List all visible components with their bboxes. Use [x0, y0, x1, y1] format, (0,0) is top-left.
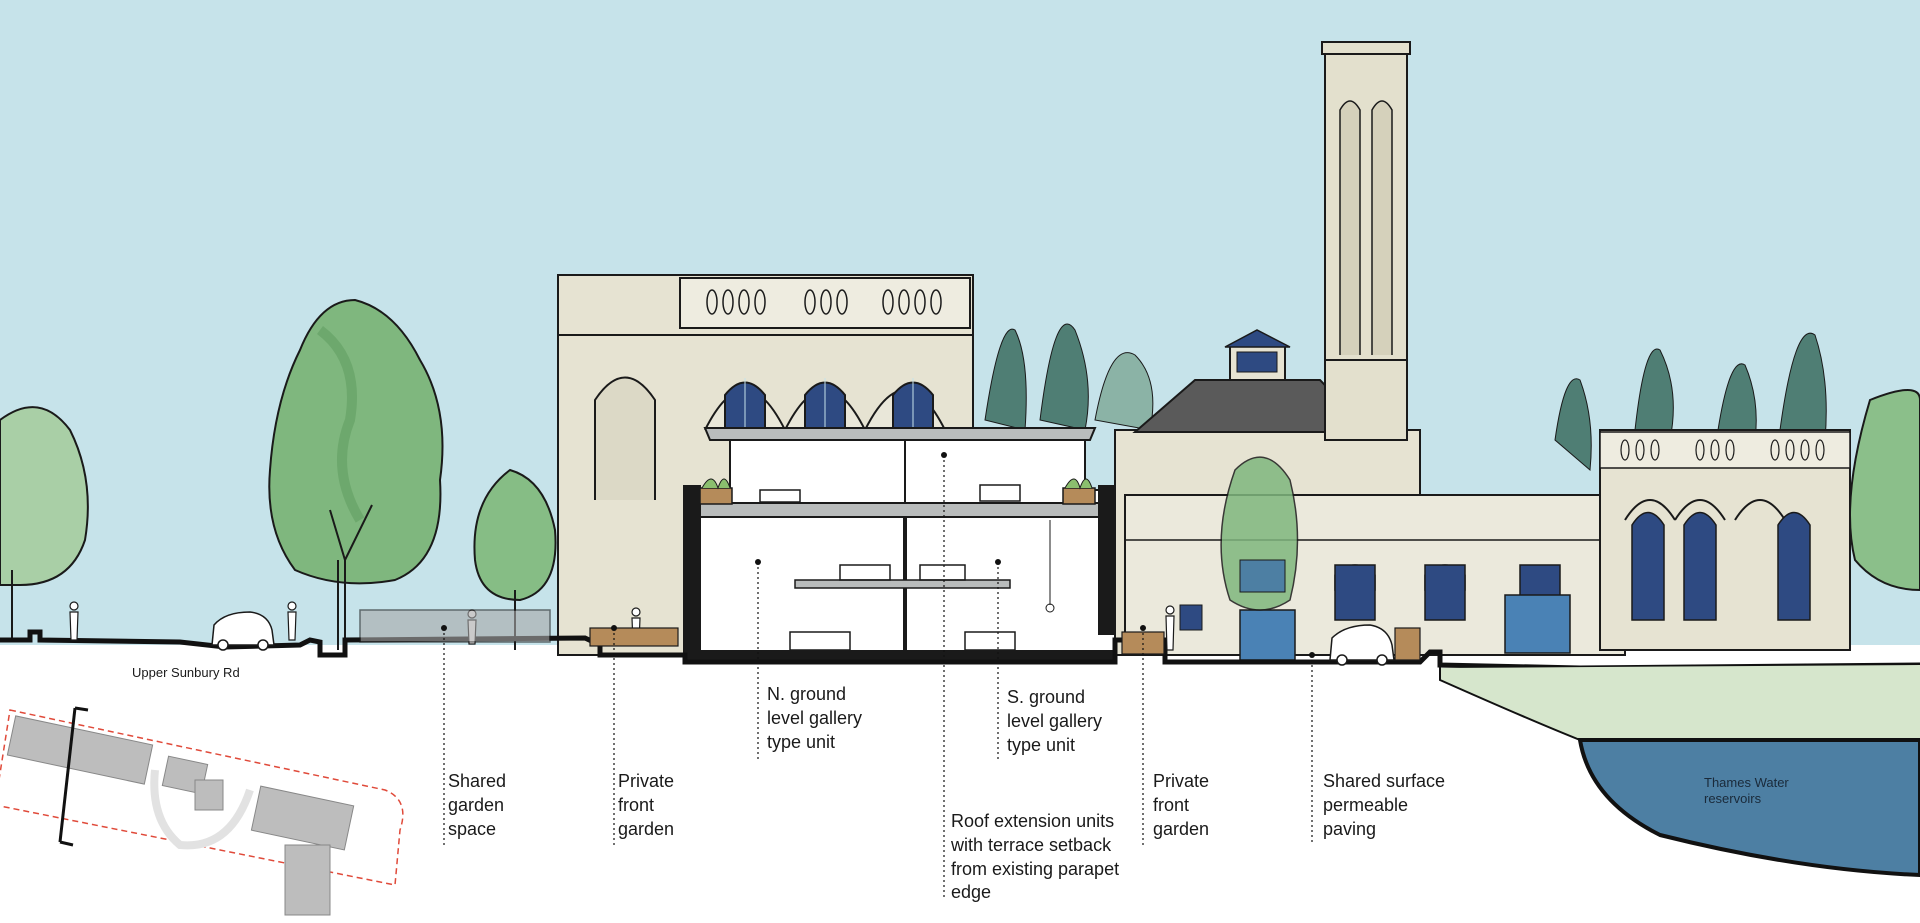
car-icon [1329, 624, 1395, 666]
label-line: front [618, 794, 655, 815]
label-line: S. ground [1007, 687, 1086, 707]
label-line: garden [1153, 818, 1210, 839]
tree-icon [268, 298, 444, 650]
site-plan-inset [0, 706, 404, 916]
tree-icon [0, 406, 89, 640]
label-line: level gallery [1007, 710, 1103, 731]
label-line: Shared [448, 771, 507, 791]
planter-icon [1394, 627, 1421, 661]
private-front-garden-right-label: Private front garden [1153, 770, 1209, 841]
label-line: edge [951, 882, 992, 903]
grass-slope [1440, 665, 1920, 740]
label-line: Private [618, 771, 675, 791]
low-wing [1124, 456, 1626, 661]
roof-extension-label: Roof extension units with terrace setbac… [951, 810, 1119, 905]
label-line: front [1153, 794, 1190, 815]
label-line: type unit [1007, 734, 1076, 755]
label-line: paving [1323, 818, 1377, 839]
label-line: level gallery [767, 707, 863, 728]
road-label: Upper Sunbury Rd [132, 664, 240, 681]
planter-icon [589, 627, 679, 647]
label-line: Shared surface [1323, 771, 1446, 791]
reservoir-water [1577, 738, 1920, 878]
chimney-icon [1321, 41, 1411, 441]
section-cut-units [683, 427, 1116, 664]
leader-dots [441, 452, 1315, 658]
label-line: with terrace setback [951, 834, 1112, 855]
garden-hedge [359, 609, 551, 643]
label-line: Private [1153, 771, 1210, 791]
label-line: garden [618, 818, 675, 839]
label-line: N. ground [767, 684, 847, 704]
private-front-garden-left-label: Private front garden [618, 770, 674, 841]
label-line: reservoirs [1704, 791, 1762, 807]
label-line: from existing parapet [951, 858, 1120, 879]
n-gallery-unit-label: N. ground level gallery type unit [767, 683, 862, 754]
cypress-icon [984, 323, 1154, 431]
planter-icon [699, 478, 1096, 505]
label-line: Thames Water [1704, 775, 1789, 790]
label-line: space [448, 818, 497, 839]
reservoirs-label: Thames Water reservoirs [1704, 775, 1789, 808]
car-icon [211, 611, 275, 651]
label-line: garden [448, 794, 505, 815]
shared-garden-label: Shared garden space [448, 770, 506, 841]
label-line: permeable [1323, 794, 1409, 815]
reservoir-bank [1439, 665, 1581, 741]
cypress-icon [1554, 332, 1827, 472]
s-gallery-unit-label: S. ground level gallery type unit [1007, 686, 1102, 757]
leader-lines [443, 455, 1313, 900]
label-line: Roof extension units [951, 811, 1115, 831]
label-line: type unit [767, 731, 836, 752]
shared-surface-label: Shared surface permeable paving [1323, 770, 1445, 841]
road-label-text: Upper Sunbury Rd [132, 665, 240, 680]
tree-icon [1849, 389, 1920, 592]
east-building [1599, 429, 1851, 651]
